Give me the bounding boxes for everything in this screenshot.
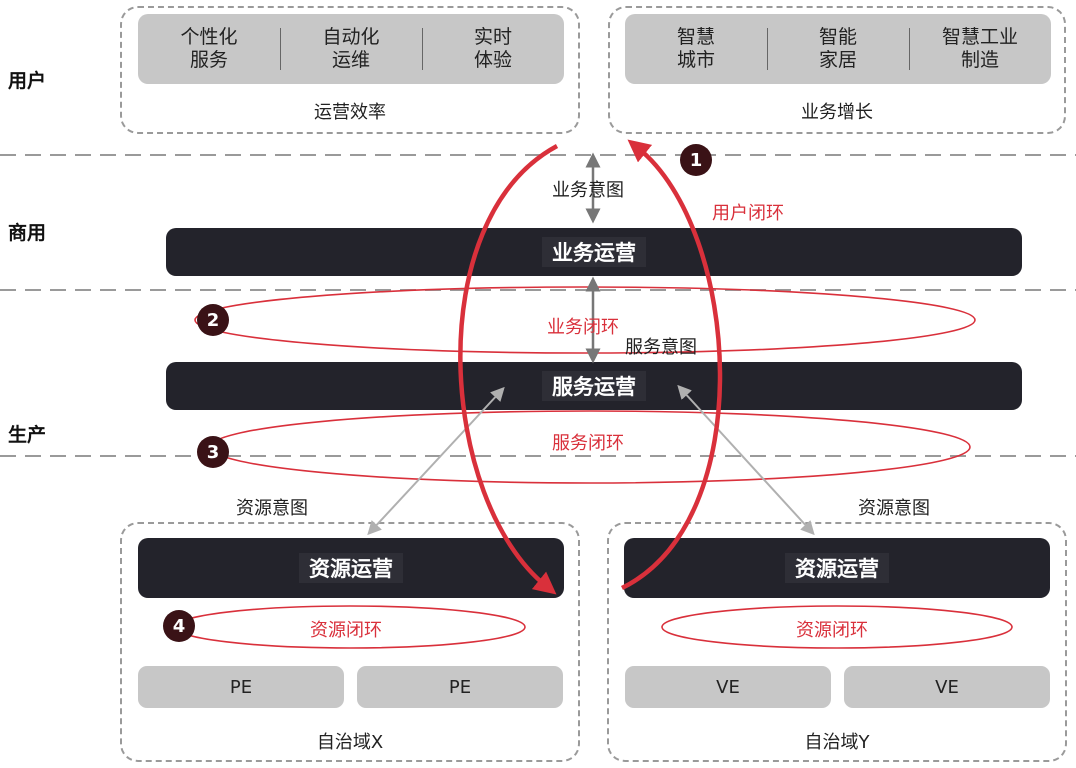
badge-2: 2 bbox=[197, 304, 229, 336]
item-realtime-experience: 实时 体验 bbox=[422, 26, 564, 72]
layer-label-user: 用户 bbox=[8, 70, 47, 92]
layer-label-production: 生产 bbox=[8, 424, 47, 446]
resource-ops-label-y: 资源运营 bbox=[785, 553, 889, 583]
node-ve-2: VE bbox=[844, 666, 1050, 708]
service-ops-bar: 服务运营 bbox=[166, 362, 1022, 410]
badge-4: 4 bbox=[163, 610, 195, 642]
top-left-box bbox=[120, 6, 580, 134]
resource-loop-ellipse-y bbox=[661, 605, 1013, 649]
resource-ops-bar-x: 资源运营 bbox=[138, 538, 564, 598]
user-loop-label: 用户闭环 bbox=[712, 203, 784, 224]
domain-y-box bbox=[607, 522, 1067, 762]
layer-label-business: 商用 bbox=[8, 222, 47, 244]
service-ops-label: 服务运营 bbox=[542, 371, 646, 401]
item-smart-home: 智能 家居 bbox=[767, 26, 909, 72]
top-right-box bbox=[608, 6, 1066, 134]
domain-x-box bbox=[120, 522, 580, 762]
user-loop-arc-up bbox=[621, 139, 723, 591]
service-loop-label: 服务闭环 bbox=[552, 433, 624, 454]
node-pe-1: PE bbox=[138, 666, 344, 708]
caption-domain-y: 自治域Y bbox=[804, 732, 870, 753]
business-intent-label: 业务意图 bbox=[552, 180, 624, 201]
caption-domain-x: 自治域X bbox=[316, 732, 384, 753]
resource-intent-label-left: 资源意图 bbox=[236, 498, 308, 519]
business-loop-ellipse bbox=[194, 286, 976, 354]
business-ops-label: 业务运营 bbox=[542, 237, 646, 267]
item-automated-ops: 自动化 运维 bbox=[280, 26, 422, 72]
item-personalized-service: 个性化 服务 bbox=[180, 26, 238, 71]
caption-growth: 业务增长 bbox=[801, 102, 873, 123]
node-ve-1: VE bbox=[625, 666, 831, 708]
resource-loop-label-x: 资源闭环 bbox=[310, 620, 382, 641]
node-pe-2: PE bbox=[357, 666, 563, 708]
user-loop-arc-down bbox=[458, 144, 559, 595]
resource-ops-label-x: 资源运营 bbox=[299, 553, 403, 583]
top-left-items: 个性化 服务 自动化 运维 实时 体验 bbox=[138, 14, 564, 84]
business-loop-label: 业务闭环 bbox=[547, 317, 619, 338]
resource-intent-arrow-right bbox=[677, 384, 815, 536]
top-right-items: 智慧 城市 智能 家居 智慧工业 制造 bbox=[625, 14, 1051, 84]
badge-3: 3 bbox=[197, 436, 229, 468]
item-smart-city: 智慧 城市 bbox=[676, 26, 715, 71]
resource-loop-label-y: 资源闭环 bbox=[796, 620, 868, 641]
item-smart-manufacturing: 智慧工业 制造 bbox=[909, 26, 1051, 72]
resource-intent-arrow-left bbox=[367, 386, 505, 536]
business-ops-bar: 业务运营 bbox=[166, 228, 1022, 276]
service-intent-label: 服务意图 bbox=[625, 337, 697, 358]
resource-ops-bar-y: 资源运营 bbox=[624, 538, 1050, 598]
caption-efficiency: 运营效率 bbox=[314, 102, 386, 123]
resource-intent-label-right: 资源意图 bbox=[858, 498, 930, 519]
badge-1: 1 bbox=[680, 144, 712, 176]
